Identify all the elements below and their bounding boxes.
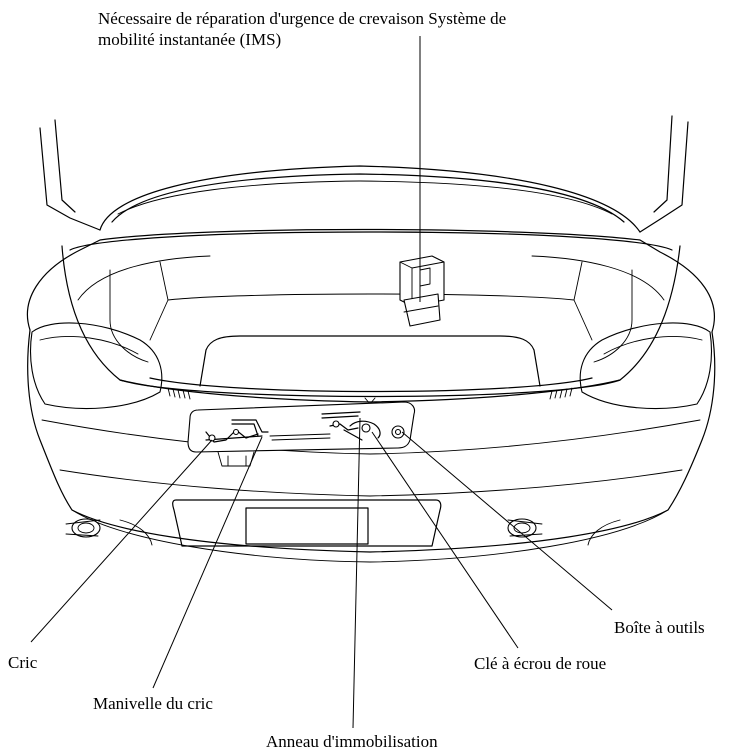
label-boite: Boîte à outils [614,618,705,637]
label-cric: Cric [8,653,38,672]
tail-light-right [579,322,713,410]
exhaust-right [507,518,543,538]
exhaust-left [65,518,101,538]
leader-boite [401,431,613,611]
jack-handle [231,419,331,441]
tail-light-left [29,322,163,410]
toolbox [391,425,405,439]
label-cle: Clé à écrou de roue [474,654,607,673]
label-ims-line2: mobilité instantanée (IMS) [98,30,282,49]
leader-lines [30,36,613,729]
leader-manivelle [152,436,263,689]
leader-cric [30,439,213,643]
label-ims-line1: Nécessaire de réparation d'urgence de cr… [98,9,507,28]
ims-kit [399,255,445,327]
leader-cle [371,431,519,649]
jack [205,428,263,443]
lug-wrench [343,420,381,441]
leader-anneau [352,417,361,729]
vent-left [167,387,191,400]
label-anneau: Anneau d'immobilisation [266,732,438,751]
trunk-lid [39,115,689,233]
label-manivelle: Manivelle du cric [93,694,213,713]
vent-right [549,387,573,400]
tow-hook [321,411,361,431]
label-ims: Nécessaire de réparation d'urgence de cr… [98,8,506,50]
car-body [26,228,716,563]
trunk-interior [61,231,681,405]
tool-compartment [187,401,416,467]
